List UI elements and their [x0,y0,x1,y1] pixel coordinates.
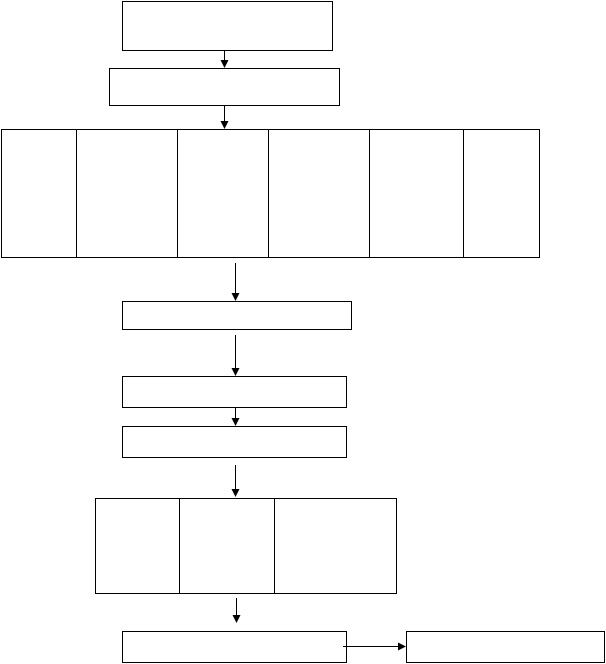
flow-side-box [406,631,605,663]
three-column-box [95,498,397,594]
arrow-box-3-to-box-4 [231,335,240,376]
flow-box-5 [122,426,347,458]
arrow-box-1-to-box-2 [220,50,229,68]
flow-box-1 [122,1,333,51]
arrow-box-2-to-six-column-box [220,106,229,129]
flow-box-2 [109,68,340,106]
flow-box-3 [122,301,352,330]
flow-box-4 [122,376,347,408]
flow-box-6 [122,631,347,663]
arrow-box-5-to-three-column-box [231,465,240,497]
arrow-three-column-box-to-box-6 [232,598,241,623]
six-column-box [1,129,540,258]
arrow-six-column-box-to-box-3 [231,263,240,301]
arrow-box-6-to-side-box [343,642,406,651]
arrow-box-4-to-box-5 [231,408,240,426]
